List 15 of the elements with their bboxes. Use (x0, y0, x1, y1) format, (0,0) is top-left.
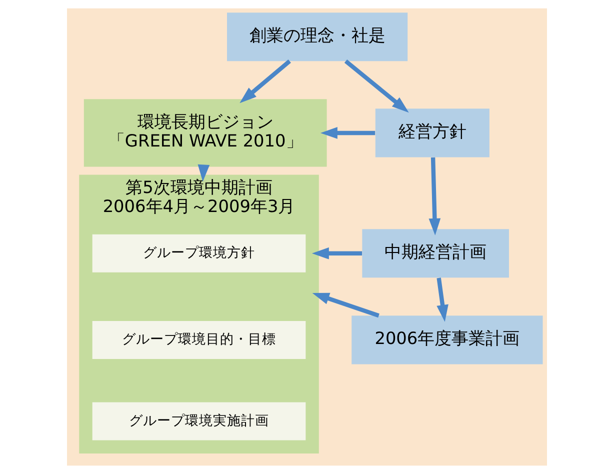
node-box: グループ環境実施計画 (92, 402, 306, 440)
arrow (320, 127, 375, 139)
node-box: 2006年度事業計画 (351, 316, 542, 364)
node-box: 中期経営計画 (362, 229, 508, 278)
arrow (197, 164, 210, 182)
node-box: グループ環境方針 (92, 234, 306, 272)
arrow (311, 247, 362, 260)
node-box: 創業の理念・社是 (226, 12, 408, 62)
arrow (239, 60, 290, 104)
node-box: グループ環境目的・目標 (92, 320, 306, 359)
node-box: 経営方針 (374, 108, 489, 158)
arrow (428, 157, 440, 236)
arrow (344, 60, 408, 113)
arrow (312, 292, 379, 318)
arrow (436, 278, 448, 322)
